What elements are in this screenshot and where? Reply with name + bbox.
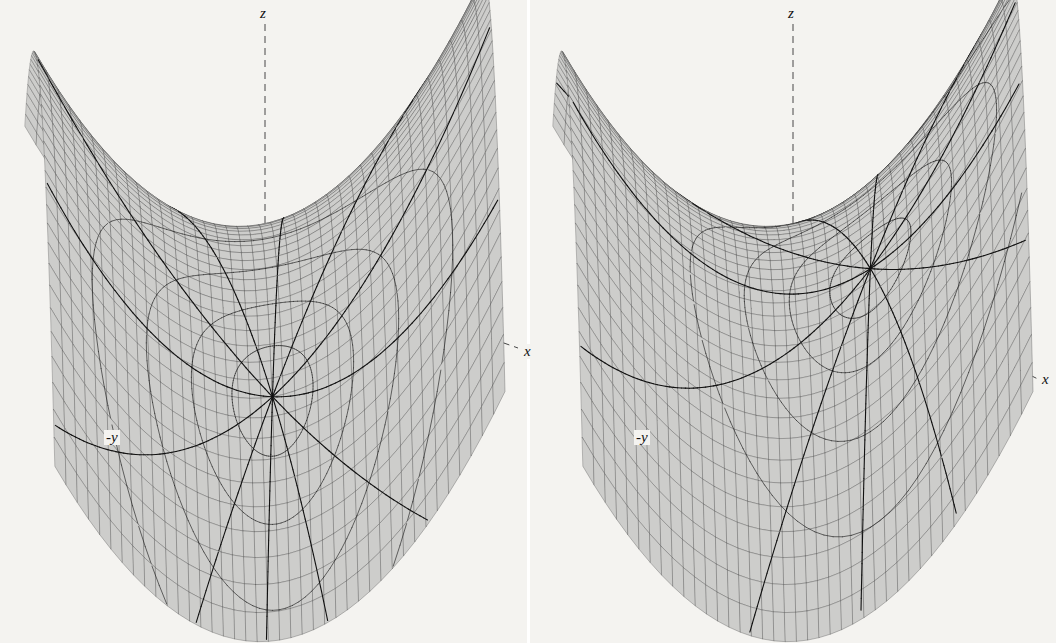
surface-mesh xyxy=(226,360,238,379)
surface-mesh xyxy=(238,379,250,398)
radial-line xyxy=(259,396,264,397)
surface-mesh xyxy=(214,341,226,360)
surface-mesh xyxy=(285,410,297,434)
saddle-panel xyxy=(25,0,518,642)
surface-mesh xyxy=(236,330,248,346)
surface-mesh xyxy=(233,279,245,291)
surface-mesh xyxy=(228,396,240,417)
page-gutter xyxy=(527,0,530,643)
surface-mesh xyxy=(257,301,269,316)
surface-mesh xyxy=(246,303,258,317)
surface-mesh xyxy=(225,328,237,345)
surface-mesh xyxy=(253,251,265,260)
surface-mesh xyxy=(234,290,246,303)
surface-mesh xyxy=(223,301,235,316)
surface-mesh xyxy=(240,417,252,438)
surface-mesh xyxy=(215,357,227,377)
surface-mesh xyxy=(237,345,249,362)
surface-mesh xyxy=(254,259,266,269)
surface-mesh xyxy=(270,327,282,345)
surface-mesh xyxy=(217,413,229,437)
surface-mesh xyxy=(244,279,256,290)
surface-mesh xyxy=(258,329,270,346)
surface-mesh xyxy=(222,288,234,302)
surface-mesh xyxy=(256,289,268,303)
surface-mesh xyxy=(243,260,255,269)
surface-mesh xyxy=(231,260,243,270)
surface-mesh xyxy=(238,228,250,231)
surface-mesh xyxy=(216,393,228,415)
radial-line xyxy=(295,395,300,396)
surface-mesh xyxy=(229,239,241,246)
surface-mesh xyxy=(240,235,252,240)
radial-line xyxy=(291,396,296,397)
surface-mesh xyxy=(268,299,280,315)
surface-mesh xyxy=(239,231,251,235)
surface-mesh xyxy=(273,394,285,416)
surface-mesh xyxy=(248,346,260,363)
surface-mesh xyxy=(230,245,242,253)
surface-mesh xyxy=(222,277,234,290)
surface-mesh xyxy=(270,342,282,361)
surface-mesh xyxy=(231,252,243,261)
surface-mesh xyxy=(239,398,251,418)
surface-mesh xyxy=(241,245,253,252)
surface-mesh xyxy=(258,315,270,331)
surface-mesh xyxy=(240,240,252,246)
surface-mesh xyxy=(255,278,267,290)
surface-mesh xyxy=(245,291,257,303)
radial-line xyxy=(254,395,259,396)
surface-mesh xyxy=(242,252,254,260)
surface-mesh xyxy=(216,374,228,395)
surface-mesh xyxy=(232,269,244,280)
